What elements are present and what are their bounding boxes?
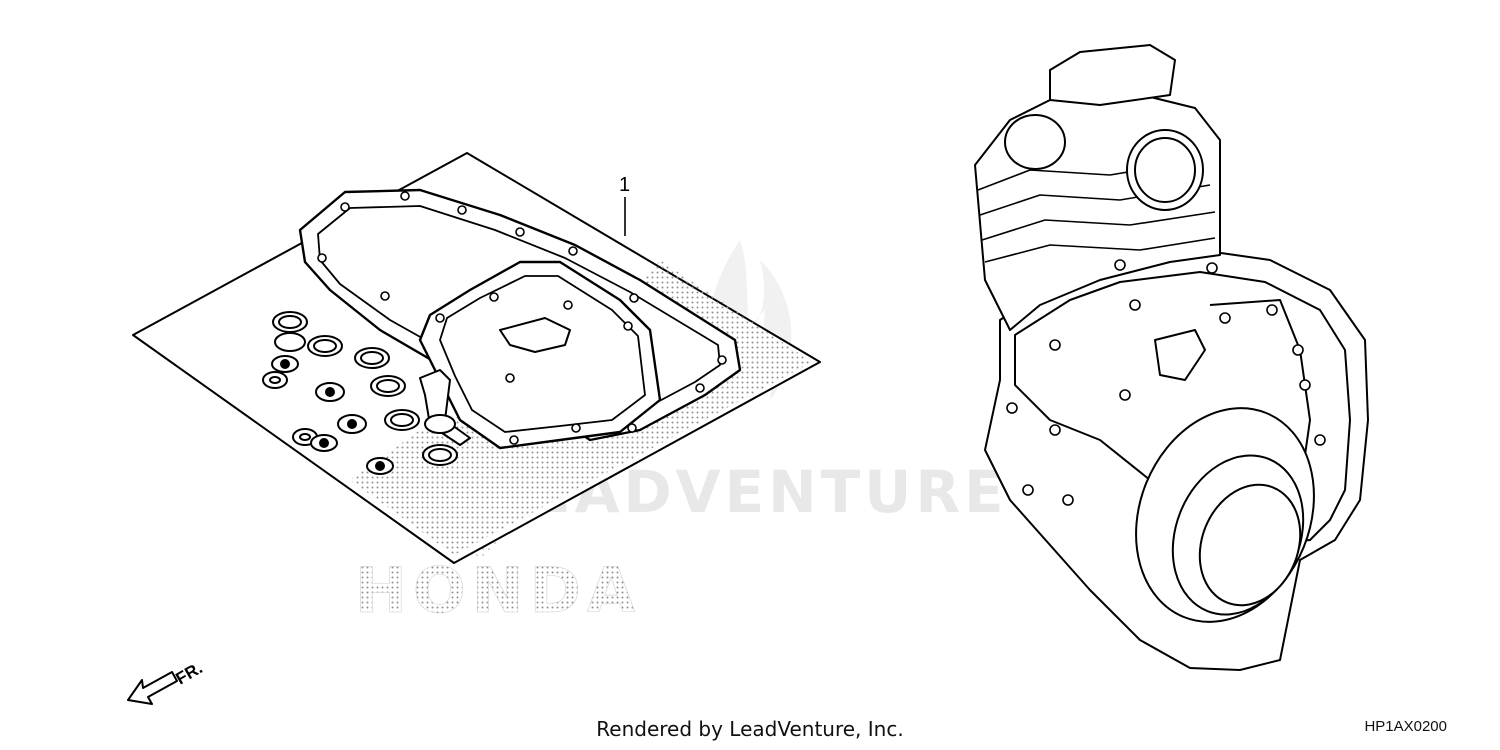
front-arrow-icon [127, 671, 178, 705]
o-ring-set [262, 311, 458, 475]
crank-cover-inner [1198, 483, 1302, 607]
cam-chain-cover [1154, 329, 1206, 381]
bolt-holes [317, 191, 727, 445]
diagram-code: HP1AX0200 [1364, 718, 1447, 735]
intake-port [1004, 114, 1066, 170]
cylinder-head [1049, 44, 1176, 106]
cover-gasket-large-inner [317, 205, 721, 425]
engine-bolt-holes [1006, 259, 1326, 506]
exhaust-port [1126, 129, 1204, 211]
exhaust-port-inner [1134, 137, 1196, 203]
callout-1[interactable]: 1 [619, 174, 630, 236]
plate-gasket-small [499, 317, 571, 353]
engine-reference-drawing [974, 44, 1369, 671]
front-label: FR. [173, 658, 206, 688]
crankcase-gasket-line [1014, 271, 1351, 546]
callout-number: 1 [619, 174, 630, 196]
honda-logo-text: HONDA [355, 554, 641, 627]
rendered-by-credit: Rendered by LeadVenture, Inc. [596, 717, 904, 741]
gasket-kit-sheet [132, 152, 821, 564]
cylinder-fins [977, 159, 1216, 263]
cover-gasket-medium-inner [439, 275, 646, 433]
front-direction-indicator: FR. [127, 658, 206, 705]
